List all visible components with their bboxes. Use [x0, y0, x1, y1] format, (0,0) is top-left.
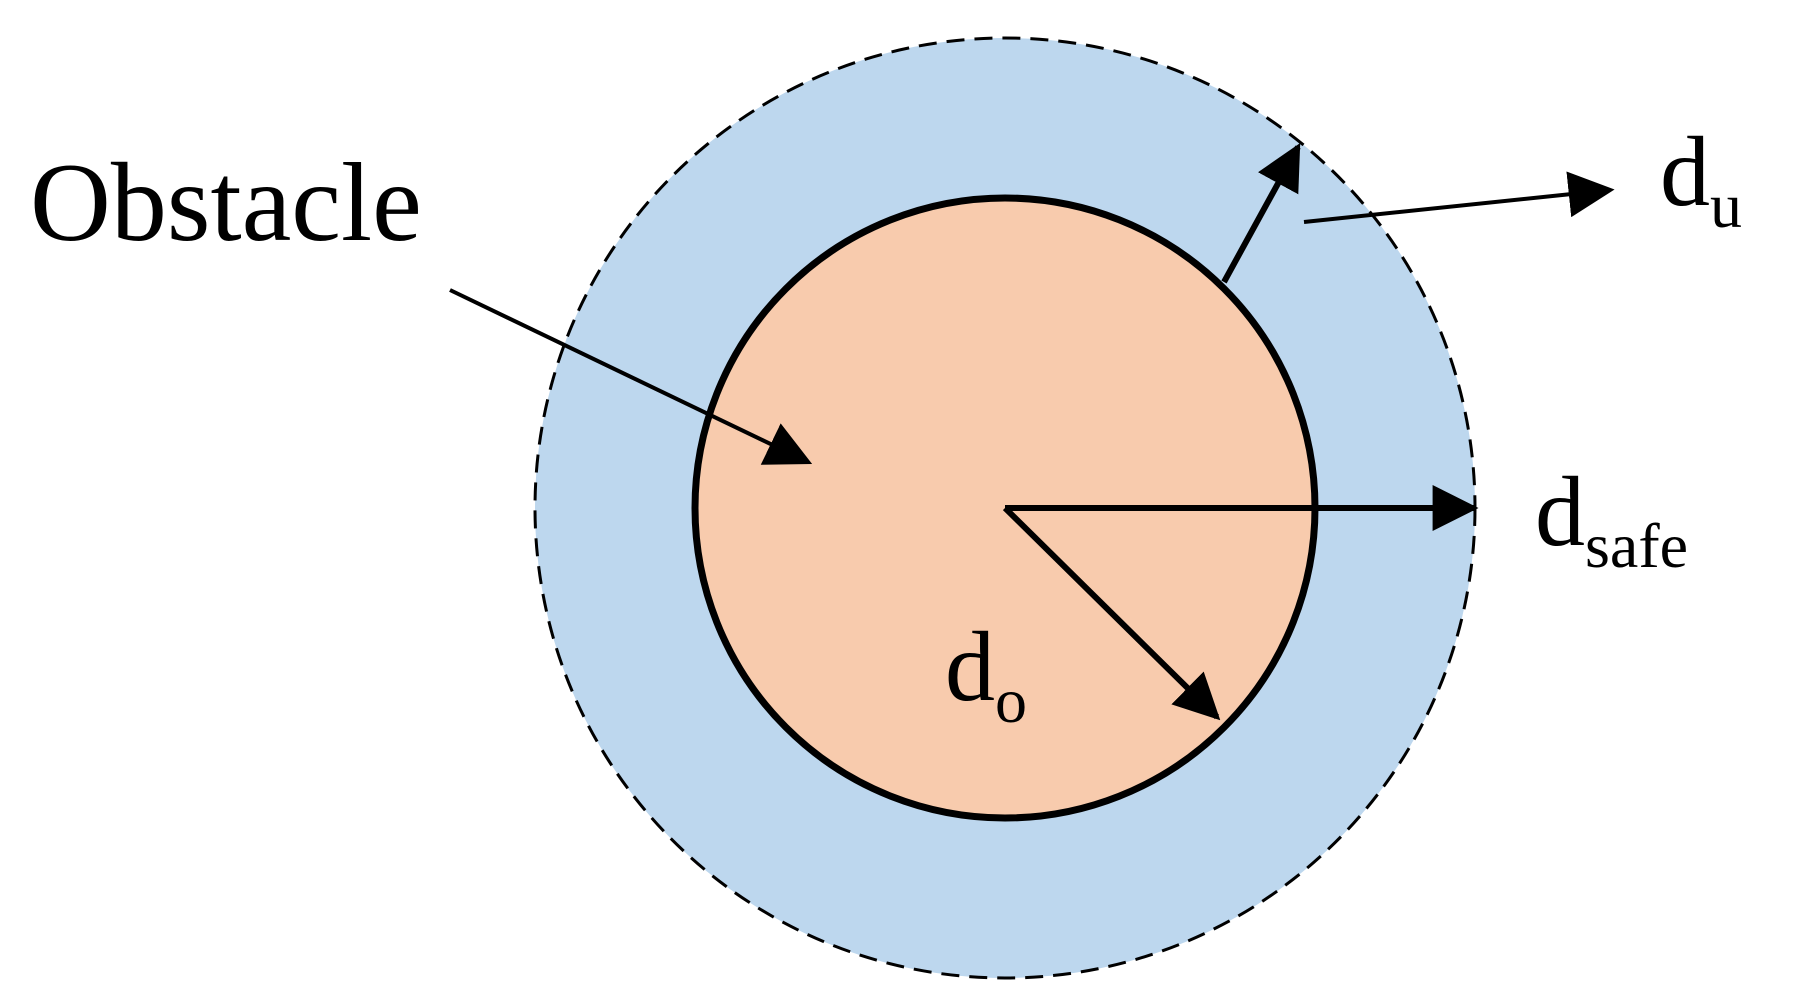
do-label-main: d [945, 611, 995, 722]
do-label: do [945, 611, 1027, 736]
du-margin-arrow [1221, 142, 1301, 284]
du-label-sub: u [1710, 170, 1742, 241]
obstacle-label: Obstacle [30, 141, 422, 265]
dsafe-label: dsafe [1535, 456, 1688, 581]
du-pointer-arrow [1303, 171, 1615, 224]
du-label: du [1660, 116, 1742, 241]
do-radius-arrow [1002, 505, 1221, 721]
dsafe-label-sub: safe [1585, 510, 1688, 581]
dsafe-label-main: d [1535, 456, 1585, 567]
do-label-sub: o [995, 665, 1027, 736]
obstacle-pointer-arrow [449, 288, 813, 465]
du-label-main: d [1660, 116, 1710, 227]
